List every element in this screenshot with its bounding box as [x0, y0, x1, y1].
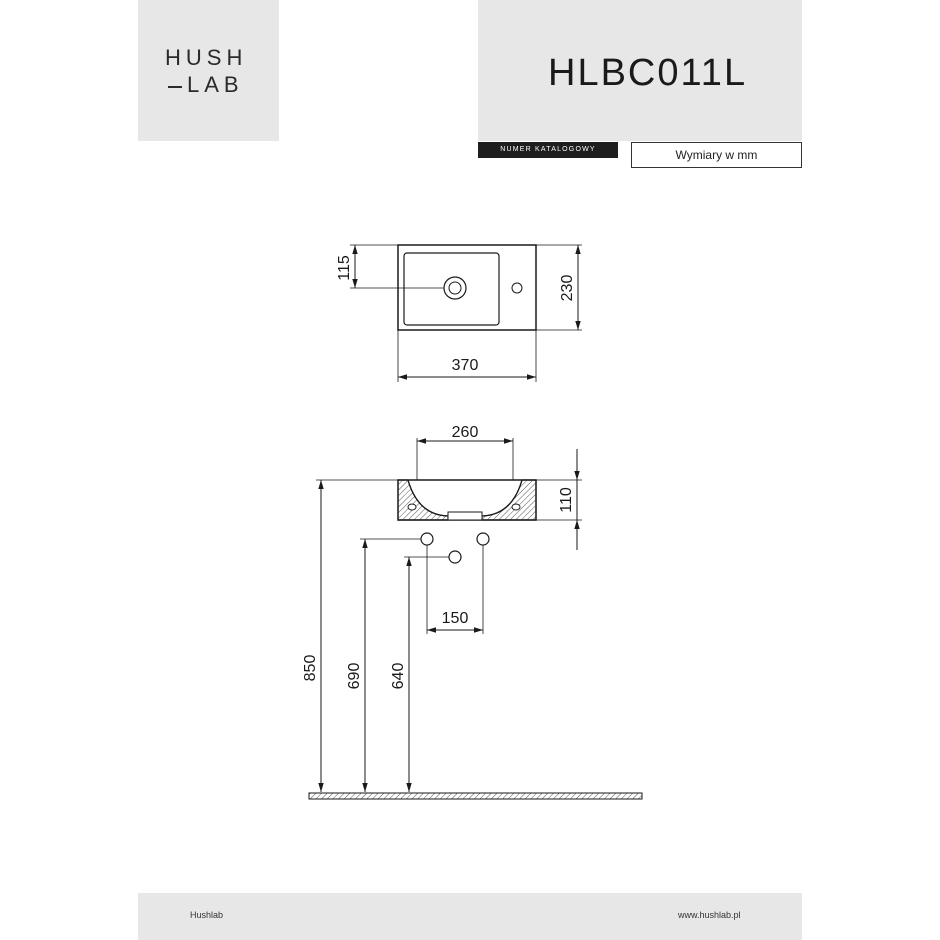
fixing-hole-left	[407, 503, 417, 511]
dim-label-850: 850	[302, 655, 319, 682]
dim-label-690: 690	[346, 663, 363, 690]
dim-label-230: 230	[559, 275, 576, 302]
dim-label-150: 150	[442, 610, 469, 627]
supply-pipe-left	[420, 532, 434, 546]
brand-logo-line1: HUSH	[165, 45, 248, 70]
dim-label-260: 260	[452, 424, 479, 441]
brand-logo-line2: LAB	[187, 72, 244, 97]
footer-bar	[138, 893, 802, 940]
front-view: 260 110 150 850 690 640	[302, 424, 643, 800]
supply-pipe-right	[476, 532, 490, 546]
units-note: Wymiary w mm	[631, 142, 802, 168]
fixing-hole-right	[511, 503, 521, 511]
logo-panel	[138, 0, 279, 141]
floor-line	[308, 792, 643, 800]
tap-hole	[511, 282, 523, 294]
dim-label-110: 110	[558, 487, 575, 513]
top-view: 115 230 370	[336, 244, 582, 382]
brand-logo-dash	[168, 86, 182, 88]
drain-inner-circle	[448, 281, 462, 295]
dim-label-370: 370	[452, 357, 479, 374]
product-code: HLBC011L	[548, 52, 748, 94]
dim-label-640: 640	[390, 663, 407, 690]
footer-website-link[interactable]: www.hushlab.pl	[678, 910, 741, 920]
footer-company: Hushlab	[190, 910, 224, 920]
dim-label-115: 115	[336, 255, 353, 281]
catalog-number-label: NUMER KATALOGOWY	[478, 142, 618, 158]
drain-pipe	[448, 550, 462, 564]
product-code-panel	[478, 0, 802, 141]
drain-outlet	[447, 511, 483, 521]
